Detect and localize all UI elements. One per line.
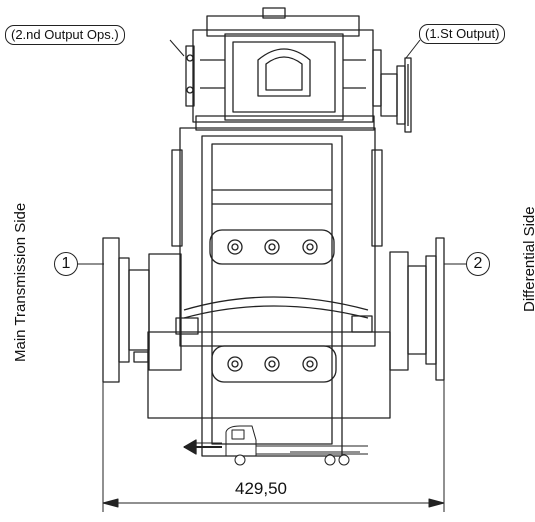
right-flange bbox=[389, 237, 445, 381]
first-output-flange bbox=[380, 57, 412, 133]
width-dimension-value: 429,50 bbox=[235, 479, 287, 498]
lower-housing bbox=[133, 315, 391, 419]
left-flange bbox=[102, 237, 182, 383]
main-transmission-side-label: Main Transmission Side bbox=[12, 202, 29, 362]
marker-2: 2 bbox=[466, 252, 490, 276]
second-output-label: (2.nd Output Ops.) bbox=[5, 25, 125, 45]
differential-side-label: Differential Side bbox=[521, 206, 535, 312]
leader-lines bbox=[169, 39, 421, 59]
direction-arrow-icon bbox=[183, 439, 222, 455]
width-dimension-line bbox=[102, 380, 445, 512]
truck-icon bbox=[225, 425, 368, 466]
upper-housing bbox=[185, 7, 382, 131]
center-body bbox=[171, 127, 383, 457]
first-output-label: (1.St Output) bbox=[419, 24, 506, 44]
marker-1: 1 bbox=[54, 252, 78, 276]
